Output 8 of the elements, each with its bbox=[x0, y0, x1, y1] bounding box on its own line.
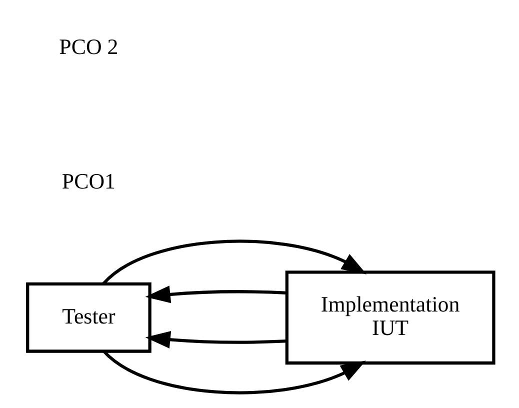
arrow bbox=[145, 330, 287, 348]
node-box: Implementation IUT bbox=[285, 270, 496, 365]
label: PCO 2 bbox=[59, 34, 118, 59]
arrow bbox=[102, 350, 366, 394]
node-box: Tester bbox=[26, 282, 152, 353]
arrow bbox=[102, 240, 367, 285]
label: PCO1 bbox=[62, 168, 116, 194]
arrow bbox=[145, 286, 287, 304]
